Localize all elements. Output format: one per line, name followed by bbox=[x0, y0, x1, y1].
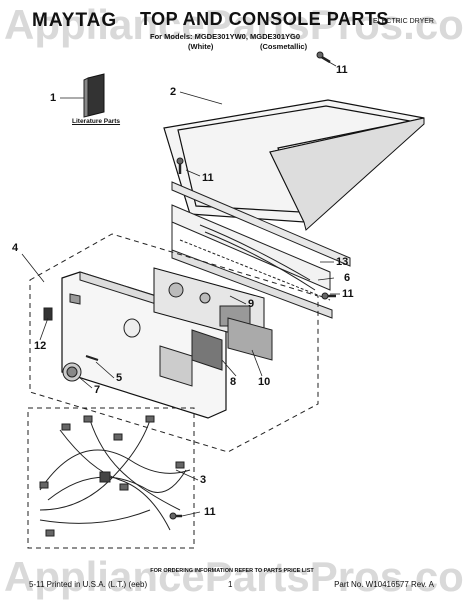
callout-7: 7 bbox=[94, 384, 101, 396]
ordering-note: FOR ORDERING INFORMATION REFER TO PARTS … bbox=[150, 568, 314, 574]
bezel-8-part bbox=[191, 329, 223, 371]
variant-white: (White) bbox=[188, 42, 214, 51]
wire-harness-boundary bbox=[27, 407, 195, 549]
callout-9: 9 bbox=[248, 298, 255, 310]
console-assembly-boundary bbox=[29, 233, 319, 453]
callout-11-right: 11 bbox=[342, 288, 354, 300]
literature-book-part bbox=[83, 73, 105, 118]
literature-parts-label: Literature Parts bbox=[72, 118, 121, 125]
callout-11-left: 11 bbox=[202, 172, 214, 184]
board-10-part bbox=[227, 317, 273, 361]
models-line: For Models: MGDE301YW0, MGDE301YG0 bbox=[150, 32, 301, 41]
callout-11-top: 11 bbox=[336, 64, 348, 76]
screw-11-left bbox=[176, 157, 184, 174]
top-panel-part bbox=[163, 99, 425, 231]
brand-logo-text: MAYTAG bbox=[32, 10, 118, 31]
knob-12-part bbox=[43, 307, 53, 321]
callout-5: 5 bbox=[116, 372, 123, 384]
screw-11-bottom bbox=[169, 512, 182, 520]
variant-cosmetallic: (Cosmetallic) bbox=[260, 42, 308, 51]
callout-3: 3 bbox=[200, 474, 207, 486]
callout-leader-lines bbox=[21, 57, 340, 517]
product-type: ELECTRIC DRYER bbox=[373, 18, 434, 25]
console-bracket-part bbox=[171, 181, 351, 319]
callout-13: 13 bbox=[336, 256, 349, 268]
knob-7-part bbox=[62, 362, 82, 382]
screw-11-right bbox=[321, 292, 336, 300]
callout-4: 4 bbox=[12, 242, 19, 254]
print-info: 5-11 Printed in U.S.A. (L.T.) (eeb) bbox=[29, 580, 148, 589]
callout-10: 10 bbox=[258, 376, 271, 388]
callout-8: 8 bbox=[230, 376, 237, 388]
page-number: 1 bbox=[228, 580, 233, 589]
callout-2: 2 bbox=[170, 86, 177, 98]
screw-11-top bbox=[316, 51, 331, 64]
wire-harness-part bbox=[39, 415, 191, 537]
page-title: TOP AND CONSOLE PARTS bbox=[140, 9, 389, 29]
part-number: Part No. W10416577 Rev. A bbox=[334, 580, 434, 589]
callout-11-bottom: 11 bbox=[204, 506, 216, 518]
spring-5-part bbox=[85, 355, 99, 361]
callout-6: 6 bbox=[344, 272, 351, 284]
callout-1: 1 bbox=[50, 92, 57, 104]
callout-12: 12 bbox=[34, 340, 47, 352]
